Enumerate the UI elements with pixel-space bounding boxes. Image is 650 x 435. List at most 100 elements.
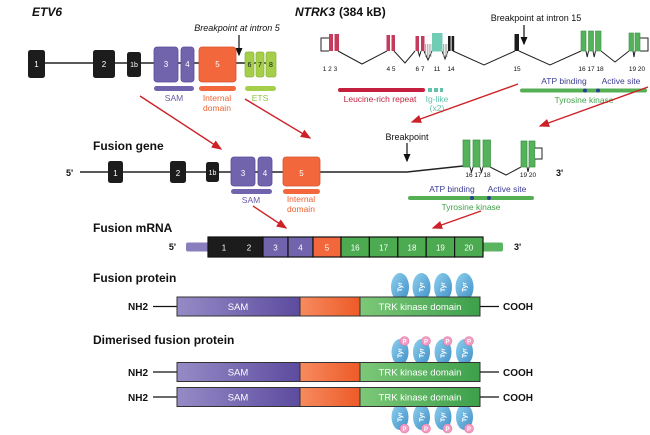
arrow-fusion-sam-to-mrna — [252, 205, 288, 229]
etv6-sam-label: SAM — [165, 93, 183, 103]
arrow-ntrk3-kinase-to-fusion — [538, 86, 649, 127]
etv6-exon-1b-label: 1b — [130, 62, 138, 69]
dimer-section: Dimerised fusion protein Tyr Tyr Tyr Tyr… — [93, 333, 533, 434]
dimer-bottom-tyr-residues: Tyr Tyr Tyr Tyr P P P P — [391, 404, 474, 434]
fusion-exon-1b-label: 1b — [209, 170, 217, 177]
etv6-internal-label-2: domain — [203, 103, 231, 113]
ntrk3-ig-x2-label: (x2) — [430, 103, 445, 113]
etv6-exon-1b — [127, 52, 141, 77]
fusion-active-label: Active site — [488, 184, 527, 194]
tyr-label: Tyr — [419, 282, 426, 292]
ntrk3-tyrosine-label: Tyrosine kinase — [554, 95, 613, 105]
mrna-label-17: 17 — [379, 244, 388, 253]
etv6-exon-3 — [153, 46, 179, 83]
tyr-label: Tyr — [397, 282, 404, 292]
etv6-exon-8 — [265, 51, 277, 78]
dimer-top-tyr-residues: Tyr Tyr Tyr Tyr P P P P — [391, 336, 474, 365]
ntrk3-exons-123-label: 1 2 3 — [323, 66, 338, 73]
etv6-exon-6-label: 6 — [248, 62, 252, 69]
dimer1-trk-label: TRK kinase domain — [379, 368, 462, 379]
mrna-label-20: 20 — [464, 244, 473, 253]
fusion-active-dot — [487, 196, 491, 200]
mrna-label-1: 1 — [222, 244, 227, 253]
mrna-label-3: 3 — [273, 244, 278, 253]
ntrk3-ig-label: Ig-like — [426, 94, 449, 104]
ntrk3-active-dot — [596, 88, 600, 93]
fusion-internal-label-2: domain — [287, 204, 315, 214]
fusion-exon-3-label: 3 — [241, 169, 246, 178]
mrna-label-4: 4 — [298, 244, 303, 253]
ntrk3-hatch-lines — [425, 44, 448, 57]
mrna-5utr-stub — [186, 242, 212, 252]
fusion-exons-161718-label: 16 17 18 — [465, 172, 491, 179]
tyr-label: Tyr — [397, 412, 404, 422]
protein-internal-segment — [299, 296, 361, 317]
phosphate-label: P — [424, 339, 428, 345]
dimer2-internal-segment — [299, 387, 361, 407]
fusion-exon-1-label: 1 — [113, 169, 118, 178]
etv6-ets-bar — [245, 86, 276, 91]
fusion-protein-title: Fusion protein — [93, 271, 176, 285]
fusion-exon-2 — [170, 161, 186, 183]
phosphate-icon — [421, 336, 431, 346]
dimer1-bar — [176, 362, 481, 382]
ntrk3-active-label: Active site — [602, 76, 641, 86]
protein-cooh: COOH — [503, 302, 533, 313]
ntrk3-intron-line — [337, 50, 636, 66]
ntrk3-exons-67-label: 6 7 — [415, 66, 424, 73]
arrow-ntrk3-breakpoint-to-fusion — [410, 83, 519, 123]
ntrk3-breakpoint-label: Breakpoint at intron 15 — [491, 13, 582, 23]
dimer2-cooh: COOH — [503, 393, 533, 404]
etv6-sam-bar — [154, 86, 194, 91]
fusion-exon-4 — [257, 156, 273, 187]
phosphate-icon — [399, 336, 410, 346]
fusion-sam-bar — [231, 189, 272, 194]
etv6-exon-5 — [198, 46, 237, 83]
etv6-title: ETV6 — [32, 5, 62, 19]
fusion-tyrosine-label: Tyrosine kinase — [441, 202, 500, 212]
dimer-monomer-1: NH2 SAM TRK kinase domain COOH — [128, 362, 533, 382]
ntrk3-exon-19 — [628, 32, 634, 52]
etv6-exon-4 — [180, 46, 195, 83]
fusion-exon-5 — [282, 156, 321, 187]
ntrk3-exon-3 — [334, 34, 339, 51]
dimer-title: Dimerised fusion protein — [93, 333, 234, 347]
tyr-oval — [434, 404, 452, 430]
etv6-exon-1-label: 1 — [34, 60, 39, 69]
phosphate-icon — [464, 423, 474, 434]
etv6-exon-7-label: 7 — [258, 62, 262, 69]
ntrk3-title: NTRK3 — [295, 5, 335, 19]
fusion-exon-18 — [482, 139, 491, 168]
ntrk3-utr-right-bracket — [640, 37, 649, 52]
etv6-exon-8-label: 8 — [269, 62, 273, 69]
mrna-label-16: 16 — [351, 244, 360, 253]
etv6-ets-label: ETS — [252, 93, 269, 103]
fusion-gene-5prime: 5' — [66, 168, 73, 178]
ntrk3-exon-15-label: 15 — [513, 66, 521, 73]
fusion-atp-label: ATP binding — [429, 184, 475, 194]
etv6-internal-label-1: Internal — [203, 93, 231, 103]
ntrk3-atp-label: ATP binding — [541, 76, 587, 86]
ntrk3-exon-4 — [386, 35, 390, 51]
fusion-exon-19 — [520, 140, 528, 168]
ntrk3-exon-14-label: 14 — [447, 66, 455, 73]
dimer-monomer-2: NH2 SAM TRK kinase domain COOH — [128, 387, 533, 407]
ntrk3-section: NTRK3 (384 kB) Breakpoint at intron 15 — [295, 5, 649, 113]
dimer2-sam-label: SAM — [228, 393, 249, 404]
ntrk3-atp-dot — [583, 88, 587, 93]
protein-sam-label: SAM — [228, 302, 249, 313]
phosphate-label: P — [402, 339, 406, 345]
mrna-label-18: 18 — [408, 244, 417, 253]
mrna-seg-etv6-black — [207, 236, 264, 258]
mrna-label-5: 5 — [325, 244, 330, 253]
mrna-seg-20 — [454, 236, 484, 258]
tyr-label: Tyr — [440, 412, 447, 422]
fusion-breakpoint-label: Breakpoint — [385, 132, 429, 142]
tyr-label: Tyr — [462, 412, 469, 422]
fusion-exon-4-label: 4 — [263, 169, 268, 178]
protein-bar — [176, 296, 481, 317]
fusion-internal-bar — [283, 189, 320, 194]
dimer1-cooh: COOH — [503, 368, 533, 379]
fusion-gene-line — [80, 165, 464, 173]
ntrk3-exons-45-label: 4 5 — [386, 66, 395, 73]
